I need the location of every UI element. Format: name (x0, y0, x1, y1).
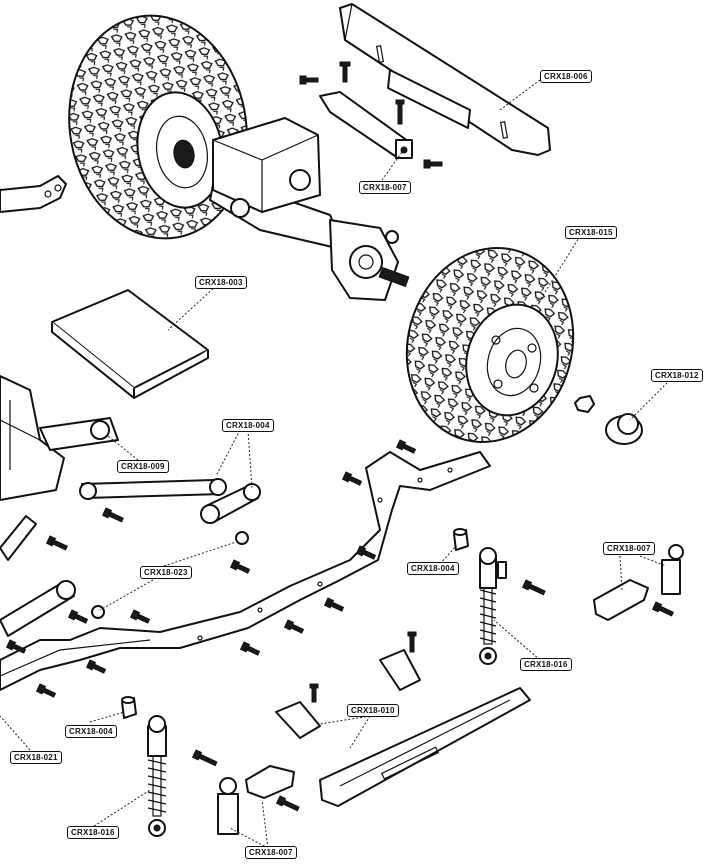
rear-bumper (275, 649, 531, 807)
screws-top (299, 61, 443, 169)
axle-assembly (209, 117, 410, 301)
part-label-crx18-004-mid: CRX18-004 (407, 562, 459, 575)
part-label-crx18-016-bottom: CRX18-016 (67, 826, 119, 839)
part-label-crx18-023: CRX18-023 (140, 566, 192, 579)
part-label-crx18-004-bottom: CRX18-004 (65, 725, 117, 738)
wheel-right (405, 246, 575, 444)
leader-lines (0, 79, 671, 849)
link-lower-left (0, 515, 37, 561)
front-left-tire (68, 14, 248, 240)
bushings (91, 528, 469, 719)
bumper-mount-top (319, 91, 413, 159)
hub-nut (574, 395, 643, 445)
shock-right (479, 547, 507, 665)
part-label-crx18-006: CRX18-006 (540, 70, 592, 83)
transmission (0, 375, 119, 501)
part-label-crx18-003: CRX18-003 (195, 276, 247, 289)
chassis-rail (0, 451, 491, 691)
part-label-crx18-007-right: CRX18-007 (603, 542, 655, 555)
skid-plate (51, 289, 209, 399)
part-label-crx18-004-top: CRX18-004 (222, 419, 274, 432)
shock-bottom (147, 715, 167, 837)
part-label-crx18-009: CRX18-009 (117, 460, 169, 473)
mount-right (593, 544, 684, 621)
mount-bottom (217, 765, 295, 835)
part-label-crx18-021: CRX18-021 (10, 751, 62, 764)
part-label-crx18-012: CRX18-012 (651, 369, 703, 382)
screws-middle (5, 439, 674, 812)
bumper-part (339, 3, 551, 156)
part-label-crx18-015: CRX18-015 (565, 226, 617, 239)
part-label-crx18-007-bottom: CRX18-007 (245, 846, 297, 859)
part-label-crx18-016-right: CRX18-016 (520, 658, 572, 671)
frame-stub (0, 175, 67, 213)
suspension-links (79, 478, 261, 524)
part-label-crx18-007-top: CRX18-007 (359, 181, 411, 194)
part-label-crx18-010: CRX18-010 (347, 704, 399, 717)
